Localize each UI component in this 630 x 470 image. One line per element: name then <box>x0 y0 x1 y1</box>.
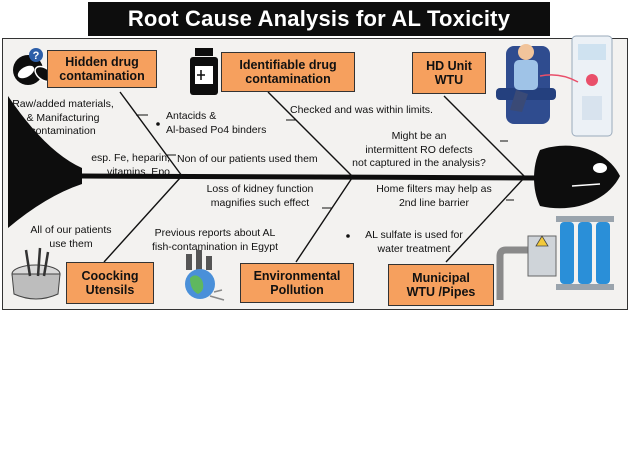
cause-cooking-utensils: Coocking Utensils <box>66 262 154 304</box>
note-al-sulfate: AL sulfate is used for water treatment <box>365 229 463 255</box>
rib-hd-unit <box>443 95 525 177</box>
note-antacids: Antacids & Al-based Po4 binders <box>166 110 267 136</box>
diagram-title: Root Cause Analysis for AL Toxicity <box>88 2 550 36</box>
fishbone-spine <box>81 173 541 181</box>
rib-environmental <box>295 177 353 263</box>
rib-identifiable-drug <box>267 91 353 177</box>
rib-cooking <box>103 177 181 263</box>
note-non-used: Non of our patients used them <box>177 153 318 165</box>
polluted-earth-icon <box>185 250 225 301</box>
cause-hidden-drug-contamination: Hidden drug contamination <box>47 50 157 88</box>
note-raw-materials: Raw/added materials, & Manifacturing con… <box>12 98 114 138</box>
fish-tail-icon <box>8 96 82 228</box>
cause-hd-unit-wtu: HD Unit WTU <box>412 52 486 94</box>
cause-municipal-wtu-pipes: Municipal WTU /Pipes <box>388 264 494 306</box>
note-all-use: All of our patients use them <box>30 224 112 250</box>
rib-municipal <box>445 177 525 263</box>
note-ro-defects: Might be an intermittent RO defects not … <box>352 130 486 170</box>
svg-text:?: ? <box>33 50 40 62</box>
note-previous: Previous reports about AL fish-contamina… <box>151 227 279 253</box>
water-treatment-plant-icon <box>496 216 614 300</box>
note-checked: Checked and was within limits. <box>290 104 433 116</box>
note-kidney: Loss of kidney function magnifies such e… <box>206 183 314 209</box>
cooking-pot-icon <box>11 247 61 300</box>
note-esp-fe: esp. Fe, heparin, vitamins, Epo <box>91 152 170 178</box>
fish-head-icon <box>534 145 620 209</box>
dialysis-patient-icon <box>496 35 613 137</box>
cause-environmental-pollution: Environmental Pollution <box>240 263 354 303</box>
note-home-filters: Home filters may help as 2nd line barrie… <box>376 183 492 209</box>
medicine-bottle-icon <box>190 48 218 95</box>
rib-hidden-drug <box>119 91 183 177</box>
cause-identifiable-drug-contamination: Identifiable drug contamination <box>221 52 355 92</box>
